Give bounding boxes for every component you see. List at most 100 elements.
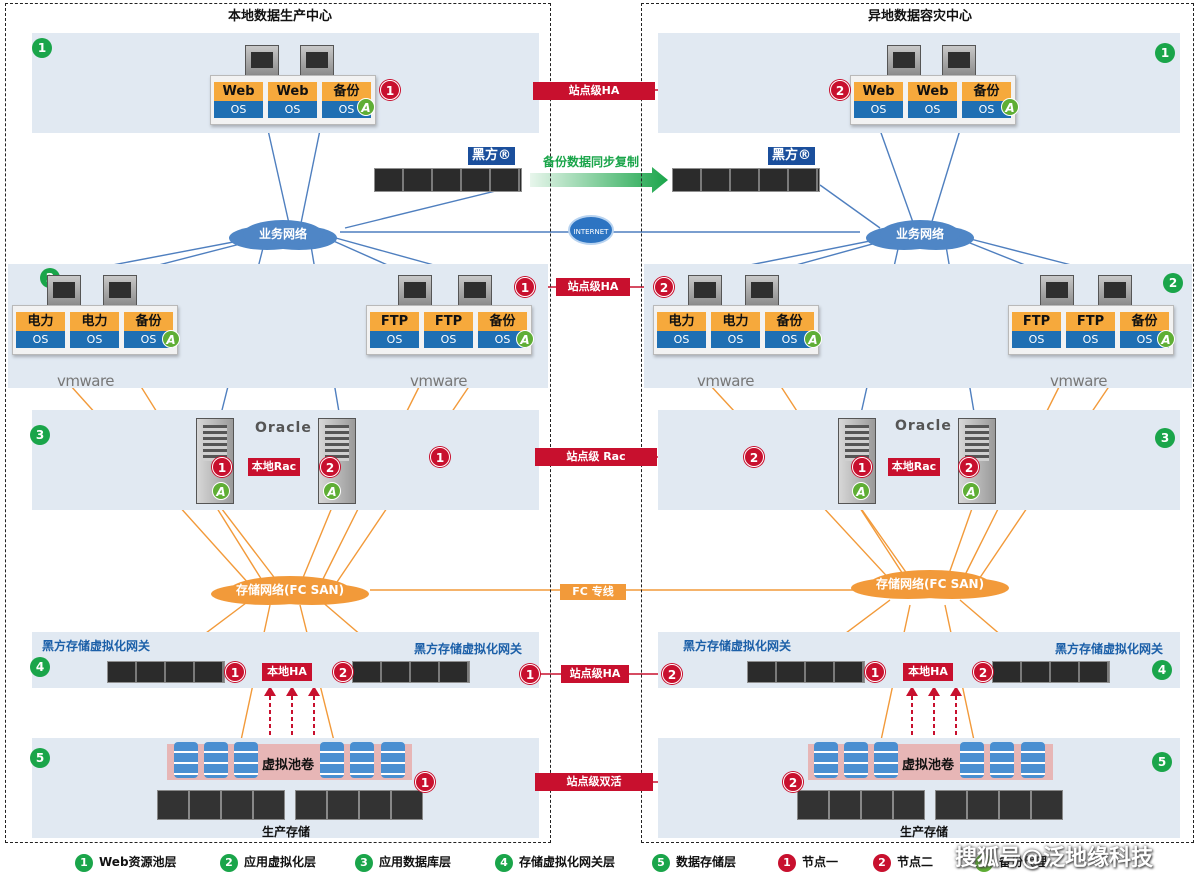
node-two-marker: 2 — [744, 447, 764, 467]
server-icon — [47, 275, 81, 307]
node-one-marker: 1 — [430, 447, 450, 467]
vm-web-label: Web — [268, 82, 317, 101]
layer-number-3-left: 3 — [30, 425, 50, 445]
backup-appliance-right — [672, 168, 820, 192]
vm-os-label: OS — [711, 331, 760, 348]
vmware-logo: vmware — [410, 372, 468, 390]
vm-backup-label: 备份 — [962, 82, 1011, 101]
vm-ftp-label: FTP — [1012, 312, 1061, 331]
gateway-appliance-right-a — [747, 661, 865, 683]
vm-backup-label: 备份 — [322, 82, 371, 101]
node-two-marker: 2 — [783, 772, 803, 792]
vm-ftp-label: FTP — [1066, 312, 1115, 331]
server-icon — [1098, 275, 1132, 307]
legend-label: 应用数据库层 — [379, 855, 452, 869]
backup-agent-icon: A — [1001, 98, 1019, 116]
local-center-frame — [5, 3, 551, 843]
server-icon — [398, 275, 432, 307]
vm-backup-label: 备份 — [1120, 312, 1169, 331]
disk-icon — [234, 742, 258, 778]
site-rac-label: 站点级 Rac — [535, 448, 657, 466]
vm-os-label: OS — [1120, 331, 1169, 348]
gateway-label-left-a: 黑方存储虚拟化网关 — [42, 639, 151, 653]
storage-array-right-b — [935, 790, 1063, 820]
node-two-marker: 2 — [662, 664, 682, 684]
layer-number-1-left: 1 — [32, 38, 52, 58]
legend-label: 存储虚拟化网关层 — [519, 855, 616, 869]
node-two-marker: 2 — [959, 457, 979, 477]
node-one-marker: 1 — [380, 80, 400, 100]
heifang-logo: 黑方® — [468, 147, 516, 165]
server-icon — [1040, 275, 1074, 307]
legend-number: 1 — [778, 853, 796, 872]
vm-os-label: OS — [214, 101, 263, 118]
vm-backup-label: 备份 — [765, 312, 814, 331]
vm-power-label: 电力 — [16, 312, 65, 331]
disk-icon — [1021, 742, 1045, 778]
business-network-cloud-right: 业务网络 — [880, 220, 960, 248]
backup-agent-icon: A — [323, 482, 341, 500]
disk-icon — [874, 742, 898, 778]
legend-label: 数据存储层 — [676, 855, 737, 869]
legend-number: 2 — [220, 853, 238, 872]
backup-appliance-left — [374, 168, 522, 192]
fc-line-label: FC 专线 — [560, 584, 626, 600]
node-one-marker: 1 — [212, 457, 232, 477]
gateway-label-right-a: 黑方存储虚拟化网关 — [683, 639, 792, 653]
server-icon — [300, 45, 334, 77]
vm-web-label: Web — [908, 82, 957, 101]
gateway-label-right-b: 黑方存储虚拟化网关 — [1055, 642, 1164, 656]
vm-backup-label: 备份 — [478, 312, 527, 331]
layer-number-1-right: 1 — [1155, 43, 1175, 63]
backup-agent-icon: A — [852, 482, 870, 500]
vmware-logo: vmware — [1050, 372, 1108, 390]
legend-number: 3 — [355, 853, 373, 872]
vm-os-label: OS — [16, 331, 65, 348]
remote-center-title: 异地数据容灾中心 — [840, 5, 1000, 24]
backup-agent-icon: A — [975, 853, 993, 872]
server-icon — [458, 275, 492, 307]
node-one-marker: 1 — [515, 277, 535, 297]
vm-web-label: Web — [854, 82, 903, 101]
node-one-marker: 1 — [520, 664, 540, 684]
disk-icon — [350, 742, 374, 778]
site-ha-label: 站点级HA — [556, 278, 630, 296]
local-ha-label: 本地HA — [903, 663, 953, 681]
vmware-logo: vmware — [697, 372, 755, 390]
disk-icon — [990, 742, 1014, 778]
node-two-marker: 2 — [973, 662, 993, 682]
vm-os-label: OS — [268, 101, 317, 118]
local-ha-label: 本地HA — [262, 663, 312, 681]
vm-os-label: OS — [478, 331, 527, 348]
layer-number-4-left: 4 — [30, 657, 50, 677]
vm-os-label: OS — [908, 101, 957, 118]
local-rac-label: 本地Rac — [248, 458, 300, 476]
business-network-cloud-left: 业务网络 — [243, 220, 323, 248]
node-one-marker: 1 — [865, 662, 885, 682]
vm-os-label: OS — [765, 331, 814, 348]
backup-agent-icon: A — [212, 482, 230, 500]
production-storage-label-right: 生产存储 — [900, 825, 949, 839]
backup-agent-icon: A — [162, 330, 180, 348]
vm-os-label: OS — [657, 331, 706, 348]
backup-agent-icon: A — [962, 482, 980, 500]
oracle-title-right: Oracle — [895, 418, 952, 434]
storage-array-left-b — [295, 790, 423, 820]
backup-agent-icon: A — [357, 98, 375, 116]
storage-array-right-a — [797, 790, 925, 820]
heifang-logo: 黑方® — [768, 147, 816, 165]
vm-os-label: OS — [424, 331, 473, 348]
server-icon — [245, 45, 279, 77]
server-icon — [103, 275, 137, 307]
vm-os-label: OS — [370, 331, 419, 348]
vm-ftp-label: FTP — [370, 312, 419, 331]
legend-number: 1 — [75, 853, 93, 872]
vm-ftp-label: FTP — [424, 312, 473, 331]
